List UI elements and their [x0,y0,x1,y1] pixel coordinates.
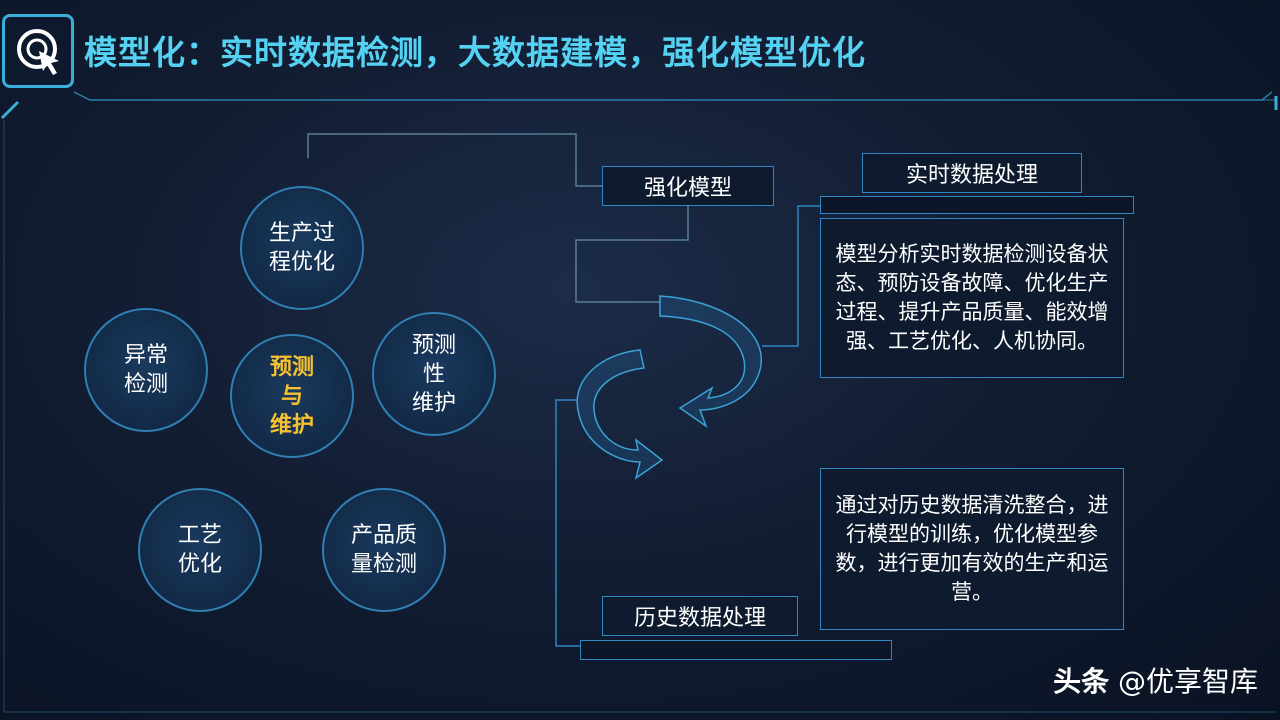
label-realtime-processing: 实时数据处理 [862,153,1082,193]
label-strengthen-model: 强化模型 [602,166,774,206]
cycle-arrow-upper [659,295,763,428]
history-bar [580,640,892,660]
history-description: 通过对历史数据清洗整合，进行模型的训练，优化模型参数，进行更加有效的生产和运营。 [820,468,1124,630]
watermark-brand: 头条 [1053,665,1110,698]
compass-cursor-icon [17,29,59,75]
circle-process-optimization: 生产过 程优化 [240,186,364,310]
realtime-description: 模型分析实时数据检测设备状态、预防设备故障、优化生产过程、提升产品质量、能效增强… [820,218,1124,378]
watermark: 头条 @优享智库 [1053,660,1258,700]
cycle-arrow-lower [576,349,664,480]
page-title: 模型化：实时数据检测，大数据建模，强化模型优化 [84,33,866,72]
circle-prediction-maintenance: 预测 与 维护 [230,334,354,458]
logo [2,14,74,88]
circle-craft-optimization: 工艺 优化 [138,488,262,612]
circle-quality-inspection: 产品质 量检测 [322,488,446,612]
label-history-processing: 历史数据处理 [602,596,798,636]
circle-predictive-maintenance: 预测 性 维护 [372,312,496,436]
realtime-bar [820,196,1134,214]
watermark-handle: @优享智库 [1117,665,1258,698]
circle-anomaly-detection: 异常 检测 [84,308,208,432]
